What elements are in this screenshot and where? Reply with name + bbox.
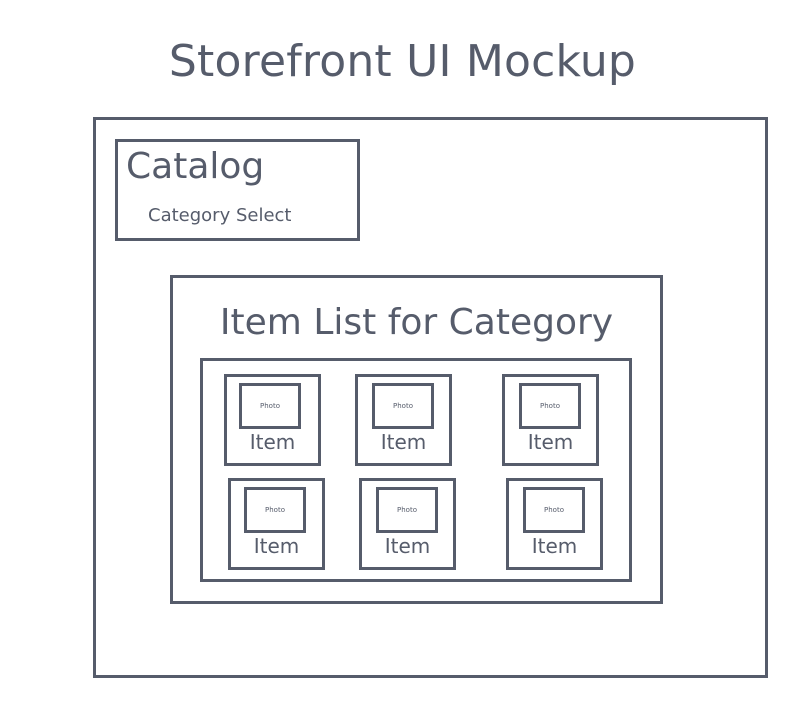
- photo-placeholder: Photo: [244, 487, 306, 533]
- photo-placeholder: Photo: [519, 383, 581, 429]
- catalog-panel: Catalog Category Select: [115, 139, 360, 241]
- item-label: Item: [380, 430, 427, 454]
- item-label: Item: [384, 534, 431, 558]
- item-list-panel: Item List for Category: [170, 275, 663, 604]
- item-label: Item: [527, 430, 574, 454]
- item-card[interactable]: Photo Item: [228, 478, 325, 570]
- item-list-title: Item List for Category: [219, 302, 614, 343]
- item-label: Item: [249, 430, 296, 454]
- photo-placeholder: Photo: [239, 383, 301, 429]
- item-card[interactable]: Photo Item: [506, 478, 603, 570]
- item-card[interactable]: Photo Item: [355, 374, 452, 466]
- item-label: Item: [531, 534, 578, 558]
- category-select[interactable]: Category Select: [148, 205, 292, 226]
- diagram-title: Storefront UI Mockup: [168, 36, 637, 87]
- storefront-frame: [93, 117, 768, 678]
- item-label: Item: [253, 534, 300, 558]
- item-card[interactable]: Photo Item: [502, 374, 599, 466]
- item-card[interactable]: Photo Item: [359, 478, 456, 570]
- photo-placeholder: Photo: [523, 487, 585, 533]
- catalog-title: Catalog: [126, 146, 265, 187]
- item-grid: [200, 358, 632, 582]
- photo-placeholder: Photo: [376, 487, 438, 533]
- item-card[interactable]: Photo Item: [224, 374, 321, 466]
- photo-placeholder: Photo: [372, 383, 434, 429]
